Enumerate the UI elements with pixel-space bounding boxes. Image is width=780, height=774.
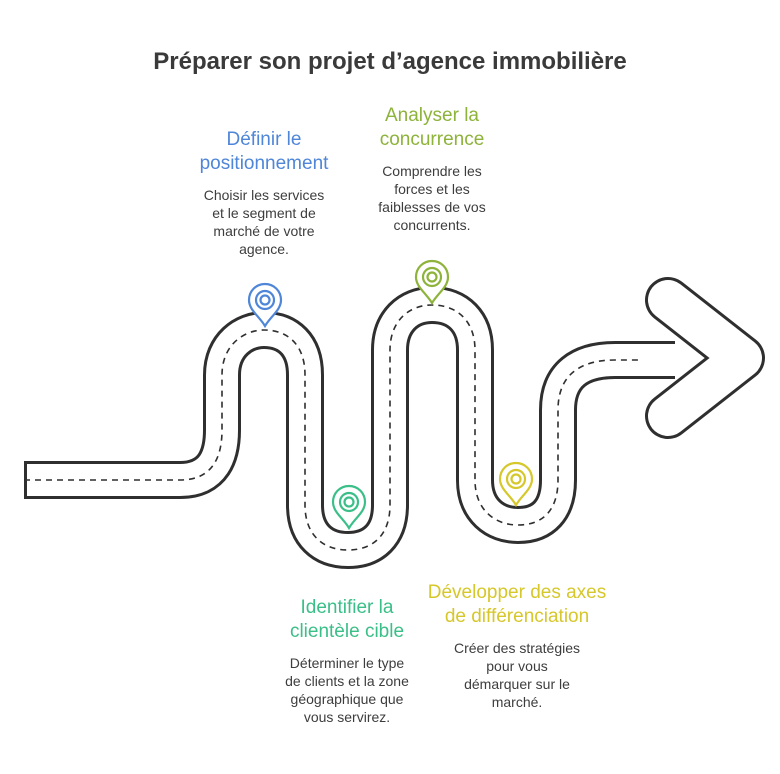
- pin-step-1-icon: [247, 282, 283, 329]
- step-4-heading: Développer des axes de différenciation: [427, 582, 607, 627]
- pin-step-2-icon: [414, 259, 450, 306]
- step-4-description: Créer des stratégies pour vous démarquer…: [453, 640, 581, 710]
- step-1-block: Définir le positionnement Choisir les se…: [180, 128, 348, 258]
- step-3-heading: Identifier la clientèle cible: [289, 597, 405, 642]
- arrow-head-icon: [640, 277, 765, 439]
- step-2-block: Analyser la concurrence Comprendre les f…: [352, 104, 512, 234]
- step-1-description: Choisir les services et le segment de ma…: [203, 187, 325, 257]
- pin-step-4-icon: [498, 461, 534, 508]
- step-3-block: Identifier la clientèle cible Déterminer…: [262, 596, 432, 726]
- step-2-heading: Analyser la concurrence: [379, 105, 485, 150]
- step-4-block: Développer des axes de différenciation C…: [412, 581, 622, 711]
- step-2-description: Comprendre les forces et les faiblesses …: [378, 163, 486, 233]
- step-3-description: Déterminer le type de clients et la zone…: [285, 655, 409, 725]
- pin-step-3-icon: [331, 484, 367, 531]
- page-title: Préparer son projet d’agence immobilière: [153, 48, 627, 75]
- winding-road: [24, 286, 675, 569]
- step-1-heading: Définir le positionnement: [199, 129, 329, 174]
